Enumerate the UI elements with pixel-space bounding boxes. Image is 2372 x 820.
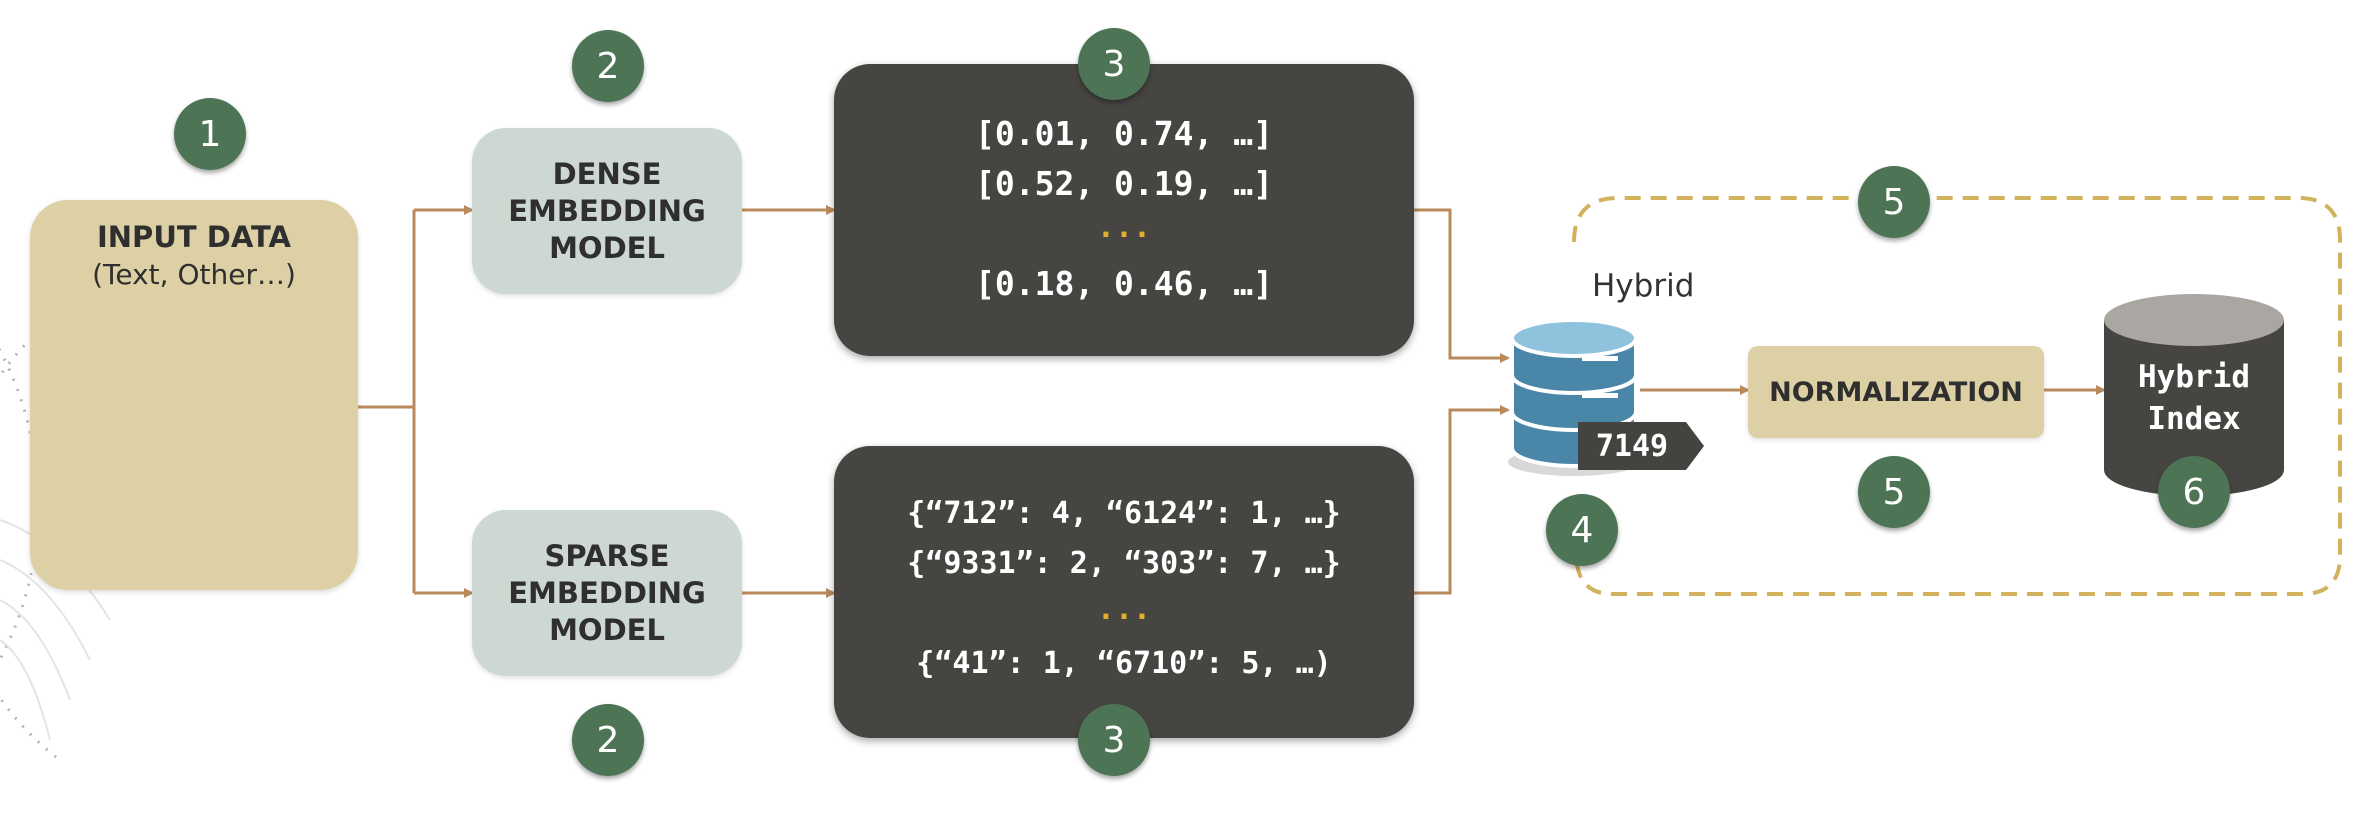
normalization-label: NORMALIZATION — [1769, 376, 2023, 408]
step-badge-sparse-model: 2 — [572, 704, 644, 776]
vector-to-db-arrows — [1414, 208, 1510, 595]
sparse-model-line-1: SPARSE — [544, 538, 670, 573]
input-data-subtitle: (Text, Other…) — [92, 258, 296, 291]
normalization-box: NORMALIZATION — [1748, 346, 2044, 438]
dense-model-line-2: EMBEDDING — [508, 193, 706, 228]
dense-vector-row-2: [0.52, 0.19, …] — [974, 164, 1273, 203]
step-badge-normalization: 5 — [1858, 456, 1930, 528]
step-badge-hybrid-db: 4 — [1546, 494, 1618, 566]
step-badge-dense-vectors: 3 — [1078, 28, 1150, 100]
sparse-vector-row-1: {“712”: 4, “6124”: 1, …} — [907, 496, 1341, 531]
dense-vector-ellipsis: ... — [1096, 210, 1152, 245]
sparse-model-line-2: EMBEDDING — [508, 575, 706, 610]
hybrid-label: Hybrid — [1592, 268, 1695, 304]
sparse-vectors-box: {“712”: 4, “6124”: 1, …} {“9331”: 2, “30… — [834, 446, 1414, 738]
fork-connector — [358, 205, 474, 598]
dense-vector-row-1: [0.01, 0.74, …] — [974, 114, 1273, 153]
hybrid-tag-shape — [1578, 422, 1704, 470]
input-data-box: INPUT DATA (Text, Other…) — [30, 200, 358, 590]
dense-embedding-model-box: DENSE EMBEDDING MODEL — [472, 128, 742, 294]
sparse-model-line-3: MODEL — [549, 612, 665, 647]
step-badge-input: 1 — [174, 98, 246, 170]
dense-model-line-1: DENSE — [552, 156, 662, 191]
dense-vector-row-3: [0.18, 0.46, …] — [974, 264, 1273, 303]
dense-vectors-box: [0.01, 0.74, …] [0.52, 0.19, …] ... [0.1… — [834, 64, 1414, 356]
sparse-vector-ellipsis: ... — [1096, 592, 1152, 627]
step-badge-hybrid-region: 5 — [1858, 166, 1930, 238]
input-data-title: INPUT DATA — [97, 220, 291, 254]
hybrid-index-line-2: Index — [2147, 401, 2241, 437]
model-to-vector-arrows — [742, 205, 836, 598]
hybrid-region-border — [1572, 196, 2342, 596]
sparse-embedding-model-box: SPARSE EMBEDDING MODEL — [472, 510, 742, 676]
hybrid-index-label: Hybrid Index — [2104, 356, 2284, 440]
hybrid-tag-label: 7149 — [1595, 428, 1669, 464]
step-badge-sparse-vectors: 3 — [1078, 704, 1150, 776]
dense-model-line-3: MODEL — [549, 230, 665, 265]
sparse-vector-row-2: {“9331”: 2, “303”: 7, …} — [907, 546, 1341, 581]
hybrid-index-line-1: Hybrid — [2138, 359, 2250, 395]
step-badge-dense-model: 2 — [572, 30, 644, 102]
sparse-vector-row-3: {“41”: 1, “6710”: 5, …) — [916, 646, 1332, 681]
cylinder-icon — [2104, 294, 2284, 496]
step-badge-hybrid-index: 6 — [2158, 456, 2230, 528]
